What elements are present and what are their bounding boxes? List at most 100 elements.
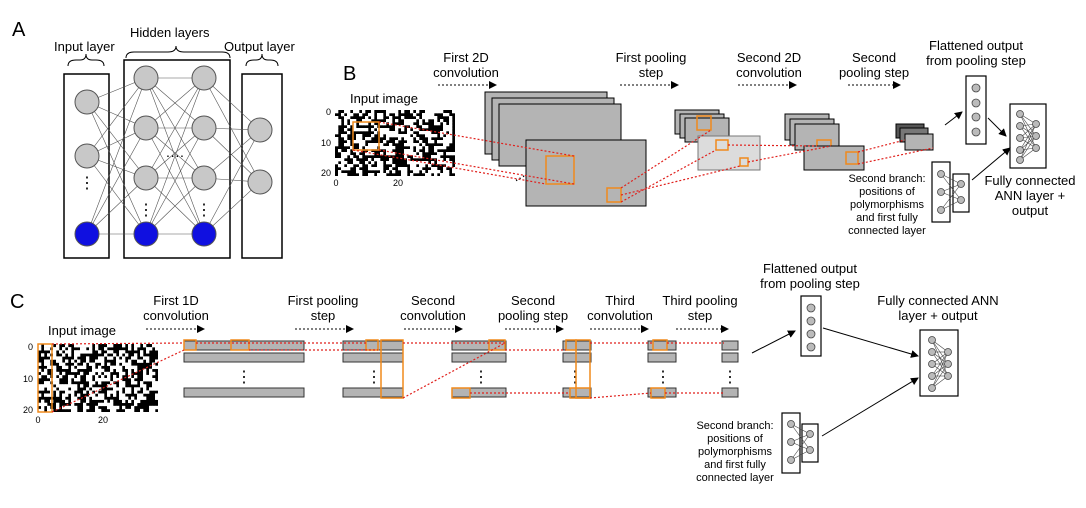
pool1-bar [342, 352, 404, 363]
image-pixel [434, 119, 438, 123]
image-pixel [65, 365, 69, 370]
image-pixel [434, 116, 438, 120]
image-pixel [89, 347, 93, 351]
image-pixel [116, 356, 120, 360]
image-pixel [65, 393, 69, 397]
image-pixel [152, 381, 156, 385]
image-pixel [128, 371, 132, 376]
b-fc-label-3: output [1012, 203, 1049, 218]
image-pixel [77, 353, 81, 357]
b-branch-label-4: and first fully [856, 212, 918, 224]
image-pixel [386, 134, 390, 138]
image-pixel [128, 390, 132, 394]
image-pixel [395, 128, 399, 132]
c-conv1-ellipsis: ⋮ [236, 369, 252, 386]
panel-c-letter: C [10, 291, 24, 313]
image-pixel [359, 140, 363, 144]
image-pixel [119, 371, 123, 376]
image-pixel [38, 362, 42, 366]
image-pixel [422, 131, 426, 135]
image-pixel [92, 362, 96, 366]
image-pixel [437, 155, 441, 159]
image-pixel [452, 170, 456, 174]
fc-node [937, 206, 945, 214]
image-pixel [338, 119, 342, 123]
image-pixel [125, 387, 129, 391]
conv2-bar [451, 352, 507, 363]
c-fc-label-2: layer + output [898, 308, 978, 323]
image-pixel [107, 405, 111, 410]
image-pixel [65, 344, 69, 348]
image-pixel [137, 387, 141, 391]
image-pixel [449, 119, 453, 123]
connection-line [145, 77, 205, 235]
image-pixel [74, 353, 78, 357]
image-pixel [347, 143, 351, 147]
image-pixel [434, 149, 438, 153]
image-pixel [146, 347, 150, 351]
image-pixel [371, 146, 375, 150]
image-pixel [449, 131, 453, 135]
image-pixel [389, 116, 393, 120]
image-pixel [362, 140, 366, 144]
image-pixel [41, 408, 45, 413]
image-pixel [446, 113, 450, 117]
c-conv2-label-line1: Second [411, 293, 455, 308]
connection-line [145, 127, 205, 235]
image-pixel [119, 350, 123, 354]
image-pixel [59, 362, 63, 366]
image-pixel [386, 137, 390, 141]
c-flattened-box [800, 295, 822, 357]
image-pixel [62, 384, 66, 388]
image-pixel [344, 143, 348, 147]
image-pixel [344, 173, 348, 177]
image-pixel [368, 137, 372, 141]
image-pixel [41, 387, 45, 391]
b-pool2-label-line2: pooling step [839, 65, 909, 80]
image-pixel [419, 155, 423, 159]
image-pixel [119, 368, 123, 373]
image-pixel [341, 134, 345, 138]
image-pixel [371, 167, 375, 171]
image-pixel [128, 359, 132, 363]
image-pixel [440, 140, 444, 144]
image-pixel [347, 149, 351, 153]
image-pixel [443, 113, 447, 117]
fc-node [806, 446, 814, 454]
panel-a-letter: A [12, 19, 26, 41]
image-pixel [413, 152, 417, 156]
b-branch-label-5: connected layer [848, 225, 926, 237]
image-pixel [77, 365, 81, 370]
image-pixel [53, 371, 57, 376]
image-pixel [134, 381, 138, 385]
image-pixel [128, 344, 132, 348]
image-pixel [47, 374, 51, 379]
b-pool2-map-3 [904, 133, 934, 151]
image-pixel [359, 170, 363, 174]
image-pixel [401, 167, 405, 171]
image-pixel [371, 110, 375, 114]
image-pixel [71, 359, 75, 363]
image-pixel [425, 146, 429, 150]
image-pixel [440, 173, 444, 177]
image-pixel [146, 359, 150, 363]
image-pixel [143, 374, 147, 379]
image-pixel [377, 158, 381, 162]
b-xtick-0: 0 [333, 178, 338, 188]
image-pixel [110, 405, 114, 410]
b-input-image [335, 110, 456, 177]
image-pixel [80, 371, 84, 376]
image-pixel [68, 384, 72, 388]
c-highlights [183, 339, 668, 399]
connection-line [86, 101, 147, 235]
image-pixel [44, 371, 48, 376]
fc-node [928, 348, 936, 356]
image-pixel [449, 125, 453, 129]
image-pixel [347, 152, 351, 156]
image-pixel [95, 405, 99, 410]
image-pixel [62, 387, 66, 391]
image-pixel [395, 110, 399, 114]
c-pool3-label-line2: step [688, 308, 713, 323]
image-pixel [356, 137, 360, 141]
image-pixel [410, 125, 414, 129]
